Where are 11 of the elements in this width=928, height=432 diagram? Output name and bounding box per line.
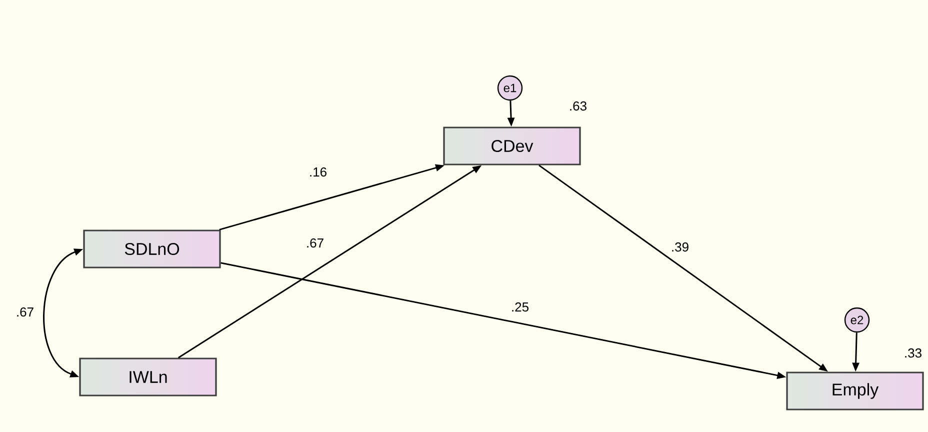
edge-label: .67: [17, 307, 34, 317]
variable-box: CDev: [443, 126, 581, 166]
variable-box: Emply: [786, 372, 924, 410]
variable-box: SDLnO: [83, 230, 221, 268]
r-squared-label: .33: [905, 348, 922, 358]
edge-label: .39: [672, 242, 688, 252]
edge-label: .16: [310, 167, 326, 177]
edge-label: .25: [512, 302, 528, 312]
variable-box: IWLn: [79, 358, 217, 396]
edge-label: .67: [307, 238, 324, 248]
r-squared-label: .63: [570, 101, 586, 111]
